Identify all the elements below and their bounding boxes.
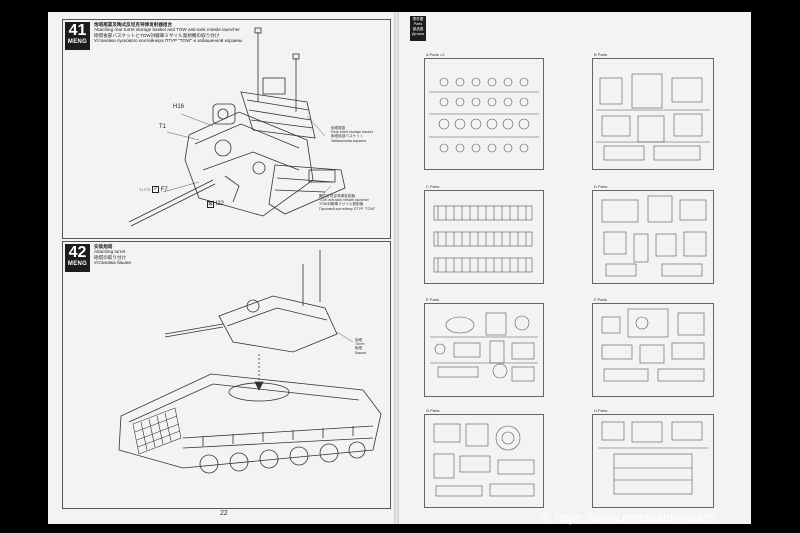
- watermark-text: © https://www.metaltankmodels: [542, 511, 717, 525]
- step-41-title-zh: 炮塔尾篮及陶式反坦克导弹发射器组合: [94, 22, 173, 27]
- page-number: 22: [220, 510, 228, 517]
- step-42-panel: 42 MENG 安装炮塔 Attaching turret 砲塔の取り付け Ус…: [62, 241, 391, 509]
- note-turret: 炮塔 Turret 砲塔 Башня: [355, 338, 366, 355]
- sprue-h-label: H Parts: [594, 408, 608, 413]
- parts-header-badge: 零件图 Parts 部品図 Детали: [410, 16, 426, 41]
- note-launcher-en: TOW anti-tank missile launcher: [319, 198, 369, 203]
- sprue-e-parts: [430, 312, 538, 382]
- step-42-number: 42: [68, 244, 87, 261]
- step-42-title-en: Attaching turret: [94, 249, 126, 255]
- step-42-brand: MENG: [67, 261, 88, 267]
- note-launcher-ru: Пусковой контейнер ПТУР "TOW": [319, 206, 376, 211]
- step-42-title-zh: 安装炮塔: [94, 244, 113, 249]
- sprue-h: H Parts: [592, 408, 714, 508]
- note-basket-jp: 砲塔後部バスケット: [331, 134, 364, 139]
- sprue-b-label: B Parts: [594, 52, 608, 57]
- part-label-t1: T1: [159, 124, 167, 130]
- sprue-b-parts: [596, 73, 710, 161]
- step-41-number: 41: [68, 22, 87, 39]
- sprue-e: E Parts: [424, 297, 544, 397]
- step-42-badge: 42 MENG: [65, 244, 90, 272]
- part-label-f7: T1 F73 ✓ F7: [139, 186, 168, 193]
- sprue-g: G Parts: [424, 408, 544, 508]
- flip-icon: ⊠: [207, 201, 214, 208]
- instruction-page-right: 零件图 Parts 部品図 Детали A Parts ×2 B Parts: [399, 12, 751, 524]
- note-launcher: 陶式反坦克导弹发射器 TOW anti-tank missile launche…: [319, 194, 375, 211]
- sprue-d: D Parts: [592, 184, 714, 284]
- step-41-title-en: Attaching rear turret storage basket and…: [94, 27, 240, 33]
- part-label-f7-text: F7: [160, 187, 168, 194]
- note-basket-zh: 炮塔尾篮: [331, 126, 346, 130]
- step-41-title-ru: Установка пускового контейнера ПТУР "TOW…: [94, 38, 243, 44]
- part-label-h22: H22: [213, 201, 225, 207]
- note-basket-ru: Забашенная корзина: [331, 138, 367, 143]
- step-41-title-jp: 砲塔後部バスケットとTOW対戦車ミサイル発射機の取り付け: [94, 32, 220, 38]
- sprue-f: F Parts: [592, 297, 714, 397]
- sprue-a-parts: [429, 77, 539, 153]
- note-turret-en: Turret: [355, 342, 365, 347]
- sprue-g-parts: [433, 423, 535, 497]
- step-41-panel: 41 MENG 炮塔尾篮及陶式反坦克导弹发射器组合 Attaching rear…: [62, 19, 391, 239]
- note-launcher-zh: 陶式反坦克导弹发射器: [319, 194, 355, 198]
- note-turret-jp: 砲塔: [355, 346, 363, 351]
- sprue-f-label: F Parts: [594, 297, 607, 302]
- step-42-drawing: [118, 250, 382, 474]
- sprue-d-label: D Parts: [594, 184, 608, 189]
- note-basket-en: Rear turret storage basket: [331, 130, 373, 135]
- note-turret-ru: Башня: [355, 350, 367, 355]
- part-label-h16: H16: [173, 104, 185, 110]
- sprue-d-parts: [601, 195, 707, 277]
- step-41-badge: 41 MENG: [65, 22, 90, 50]
- parts-header-jp: 部品図: [412, 27, 424, 31]
- sprue-e-label: E Parts: [426, 297, 440, 302]
- sprue-c-label: C Parts: [426, 184, 440, 189]
- sprue-f-parts: [601, 308, 705, 382]
- note-launcher-jp: TOW対戦車ミサイル発射機: [319, 202, 364, 207]
- sprue-a-label: A Parts ×2: [426, 52, 445, 57]
- sprue-g-label: G Parts: [426, 408, 440, 413]
- sprue-c: C Parts: [424, 184, 544, 284]
- note-basket: 炮塔尾篮 Rear turret storage basket 砲塔後部バスケッ…: [331, 126, 373, 143]
- part-label-f7-ref: T1 F73: [139, 188, 151, 193]
- sprue-h-parts: [598, 421, 708, 495]
- step-41-drawing: [128, 27, 346, 227]
- step-41-brand: MENG: [67, 39, 88, 45]
- parts-header-ru: Детали: [411, 32, 425, 36]
- step-42-title-jp: 砲塔の取り付け: [94, 254, 127, 260]
- parts-header-zh: 零件图: [412, 17, 424, 21]
- step-41-title: 炮塔尾篮及陶式反坦克导弹发射器组合 Attaching rear turret …: [94, 22, 242, 44]
- book-gutter: [394, 12, 399, 524]
- step-42-title: 安装炮塔 Attaching turret 砲塔の取り付け Установка …: [94, 244, 131, 266]
- instruction-page-left: 41 MENG 炮塔尾篮及陶式反坦克导弹发射器组合 Attaching rear…: [48, 12, 394, 524]
- glue-icon: ✓: [152, 186, 160, 193]
- parts-header-en: Parts: [413, 22, 423, 26]
- sprue-a: A Parts ×2: [424, 52, 544, 170]
- note-turret-zh: 炮塔: [355, 338, 363, 342]
- step-42-title-ru: Установка башни: [94, 260, 131, 266]
- sprue-c-parts: [433, 205, 533, 273]
- sprue-b: B Parts: [592, 52, 714, 170]
